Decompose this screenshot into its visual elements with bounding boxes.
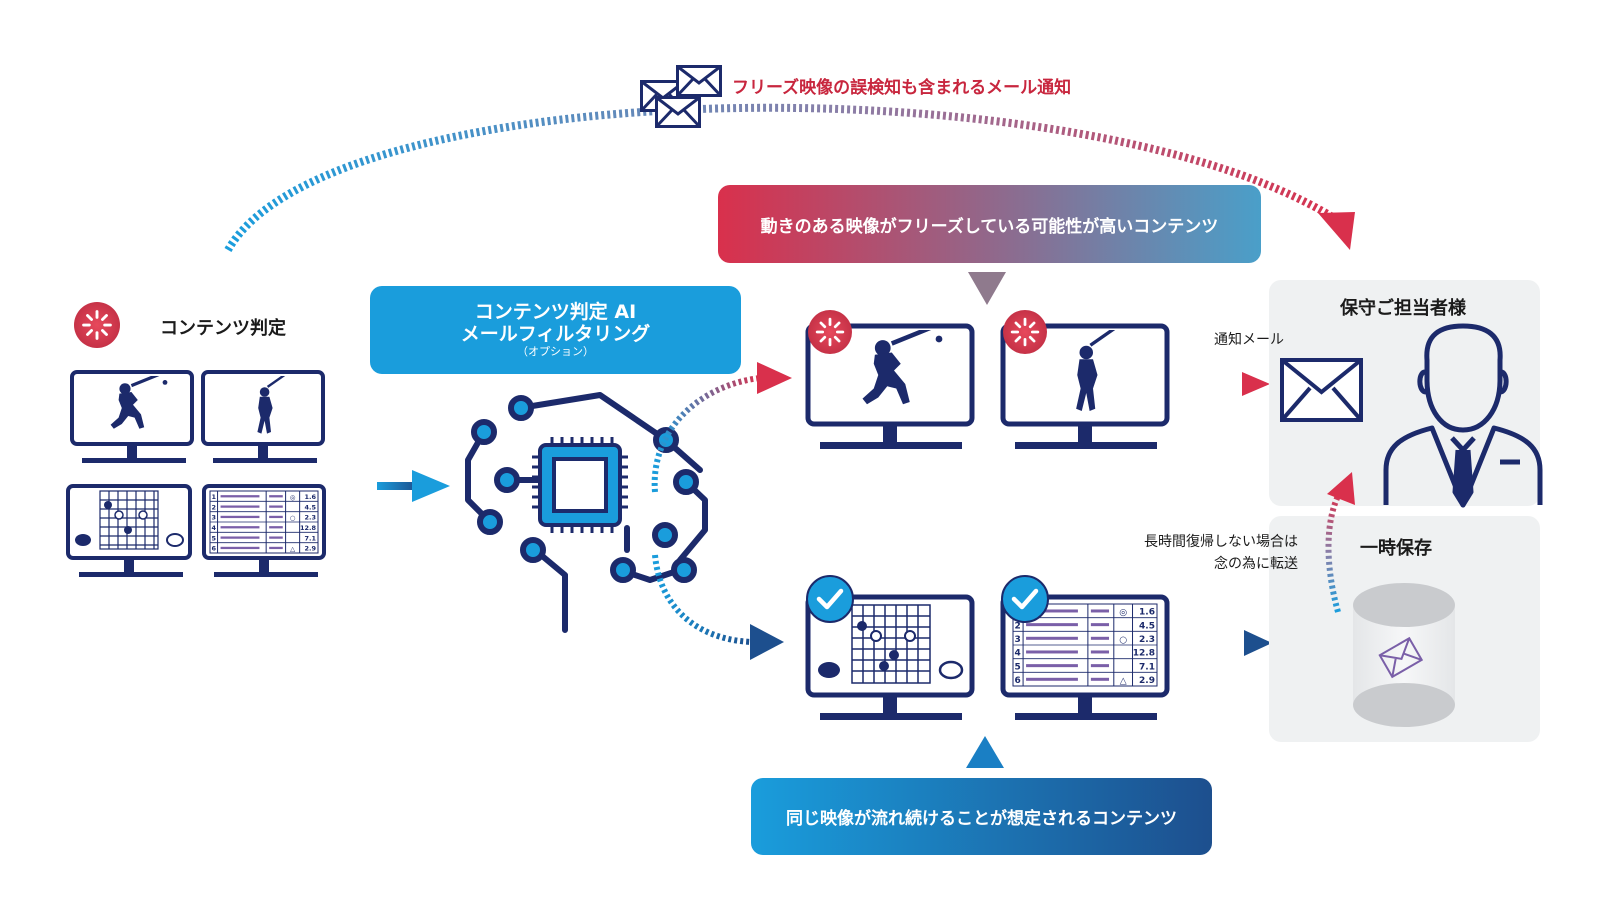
ai-to-freeze-arrow xyxy=(651,362,792,493)
left-monitor-golfer xyxy=(201,370,325,463)
ai-filter-subtitle: メールフィルタリング xyxy=(460,322,651,345)
left-monitor-go-board xyxy=(66,484,192,577)
static-monitor-go-board xyxy=(805,576,975,720)
table-value: 7.1 xyxy=(1139,662,1155,672)
table-cell-bar xyxy=(220,526,260,529)
static-pointer xyxy=(966,736,1004,768)
table-row-number: 2 xyxy=(212,503,217,511)
table-value: 7.1 xyxy=(304,534,316,542)
maintainer-title: 保守ご担当者様 xyxy=(1340,298,1466,319)
table-value: 4.5 xyxy=(1139,621,1155,631)
table-mark: △ xyxy=(290,545,295,553)
table-value: 12.8 xyxy=(300,524,317,532)
storage-cylinder-icon xyxy=(1353,583,1455,727)
static-to-storage-arrow xyxy=(1198,630,1272,656)
table-cell-bar xyxy=(1090,636,1110,640)
freeze-monitor-batter xyxy=(805,310,975,449)
table-row-number: 6 xyxy=(212,545,217,553)
table-row-number: 3 xyxy=(1015,635,1021,645)
table-mark: ○ xyxy=(290,514,296,522)
table-row-number: 4 xyxy=(212,524,217,532)
top-notification-label: フリーズ映像の誤検知も含まれるメール通知 xyxy=(732,78,1072,98)
table-cell-bar xyxy=(1026,636,1078,640)
table-cell-bar xyxy=(1090,623,1110,627)
left-monitor-table: 1 ◎ 1.6 2 4.5 3 ○ 2.3 4 12.8 5 7.1 6 △ 2.9 xyxy=(202,484,326,577)
table-mark: △ xyxy=(1120,676,1127,686)
table-cell-bar xyxy=(220,505,260,508)
table-cell-bar xyxy=(1090,650,1110,654)
table-mark: ○ xyxy=(1119,635,1127,645)
table-cell-bar xyxy=(269,515,283,519)
ai-chip-nodes xyxy=(471,395,699,583)
table-cell-bar xyxy=(1026,677,1078,681)
table-cell-bar xyxy=(269,495,283,498)
input-arrow xyxy=(377,470,450,502)
table-cell-bar xyxy=(220,536,260,539)
table-cell-bar xyxy=(1026,623,1078,627)
table-cell-bar xyxy=(220,515,260,519)
table-cell-bar xyxy=(1026,650,1078,654)
table-value: 4.5 xyxy=(304,503,316,511)
table-cell-bar xyxy=(220,495,260,498)
freeze-pointer xyxy=(968,272,1006,305)
table-row-number: 3 xyxy=(212,514,217,522)
person-icon xyxy=(1383,323,1543,508)
top-arc-arrowhead xyxy=(1318,212,1355,250)
table-value: 2.3 xyxy=(304,514,316,522)
table-cell-bar xyxy=(269,546,283,550)
table-cell-bar xyxy=(269,526,283,529)
table-cell-bar xyxy=(1090,677,1110,681)
static-category-label: 同じ映像が流れ続けることが想定されるコンテンツ xyxy=(786,809,1177,829)
left-table-rows: 1 ◎ 1.6 2 4.5 3 ○ 2.3 4 12.8 5 7.1 6 △ 2.9 xyxy=(209,490,319,554)
forward-note: 長時間復帰しない場合は 念の為に転送 xyxy=(1080,531,1298,575)
table-mark: ◎ xyxy=(290,493,296,501)
ai-filter-option: （オプション） xyxy=(517,344,594,358)
freeze-monitor-golfer xyxy=(1000,310,1170,449)
table-value: 2.9 xyxy=(1139,676,1155,686)
ai-filter-title: コンテンツ判定 AI xyxy=(474,300,637,323)
notify-mail-label: 通知メール xyxy=(1214,332,1284,348)
table-mark: ◎ xyxy=(1119,608,1127,618)
table-value: 1.6 xyxy=(304,493,316,501)
ai-filter-box: コンテンツ判定 AI メールフィルタリング （オプション） xyxy=(370,286,741,374)
table-value: 2.3 xyxy=(1139,635,1155,645)
freeze-category-label: 動きのある映像がフリーズしている可能性が高いコンテンツ xyxy=(760,216,1219,237)
top-notification-arc xyxy=(224,103,1355,252)
table-value: 1.6 xyxy=(1139,608,1155,618)
freeze-to-mail-arrow xyxy=(1198,372,1270,396)
temp-storage-title: 一時保存 xyxy=(1360,538,1432,559)
freeze-category-box: 動きのある映像がフリーズしている可能性が高いコンテンツ xyxy=(718,185,1261,263)
forward-note-line2: 念の為に転送 xyxy=(1214,556,1298,572)
left-monitor-batter xyxy=(70,370,194,463)
table-row-number: 4 xyxy=(1015,649,1021,659)
table-cell-bar xyxy=(269,505,283,508)
table-cell-bar xyxy=(269,536,283,539)
table-row-number: 1 xyxy=(212,493,217,501)
table-row-number: 2 xyxy=(1015,621,1021,631)
table-row-number: 5 xyxy=(212,534,217,542)
table-value: 2.9 xyxy=(304,545,316,553)
table-row-number: 6 xyxy=(1015,676,1021,686)
table-value: 12.8 xyxy=(1133,649,1155,659)
table-cell-bar xyxy=(1090,664,1110,668)
table-cell-bar xyxy=(1026,609,1078,613)
notify-mail-envelope-icon xyxy=(1280,358,1363,422)
content-judgement-label: コンテンツ判定 xyxy=(160,318,286,339)
forward-note-line1: 長時間復帰しない場合は xyxy=(1144,534,1298,550)
ai-to-static-arrow xyxy=(652,554,784,660)
ai-chip-core xyxy=(532,437,628,533)
table-row-number: 5 xyxy=(1015,662,1021,672)
table-cell-bar xyxy=(1090,609,1110,613)
table-cell-bar xyxy=(1026,664,1078,668)
storage-to-maintainer-arrow xyxy=(1325,472,1355,613)
static-category-box: 同じ映像が流れ続けることが想定されるコンテンツ xyxy=(751,778,1212,855)
table-cell-bar xyxy=(220,546,260,550)
